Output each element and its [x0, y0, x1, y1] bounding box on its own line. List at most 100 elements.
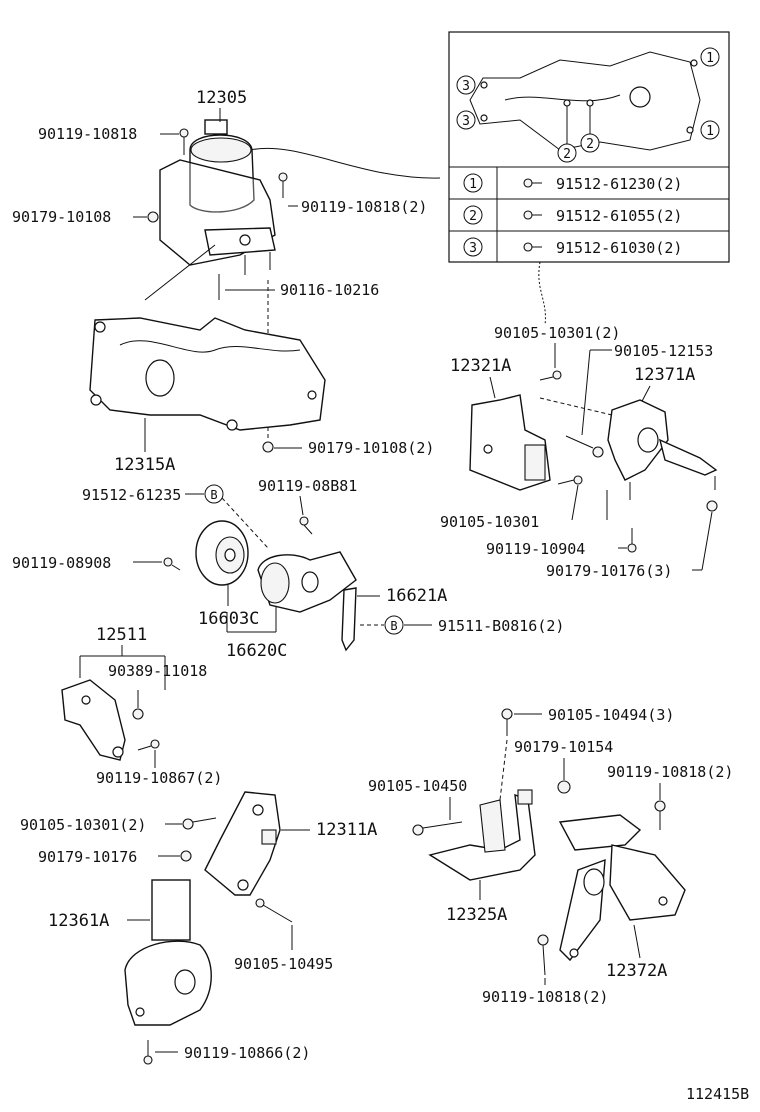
legend-row-2: 2 91512-61055(2)	[463, 205, 682, 225]
svg-text:1: 1	[469, 177, 477, 192]
bolt-icon	[523, 210, 542, 220]
svg-text:B: B	[210, 488, 217, 502]
bolt-icon	[654, 800, 666, 830]
label-90119-10818-2b: 90119-10818(2)	[607, 763, 733, 781]
nut-icon	[147, 211, 159, 223]
label-90105-10301-2: 90105-10301(2)	[20, 816, 146, 834]
bolt-icon	[179, 128, 189, 155]
svg-text:1: 1	[706, 124, 714, 139]
figure-code: 112415B	[686, 1085, 749, 1103]
svg-text:B: B	[390, 619, 397, 633]
engine-mount-12305	[159, 119, 276, 275]
svg-text:3: 3	[462, 114, 470, 129]
inset-marker-3b: 3	[456, 110, 476, 130]
label-12305: 12305	[196, 88, 247, 108]
label-90119-08B81: 90119-08B81	[258, 477, 357, 495]
bolt-icon	[137, 739, 160, 751]
bolt-icon	[523, 178, 542, 188]
svg-text:3: 3	[469, 241, 477, 256]
clip-icon	[132, 708, 144, 720]
nut-icon	[706, 500, 718, 512]
bolt-icon	[163, 557, 181, 571]
mount-12371A	[606, 399, 718, 520]
label-90119-10866: 90119-10866(2)	[184, 1044, 310, 1062]
label-90119-10818-2c: 90119-10818(2)	[482, 988, 608, 1006]
label-12321A: 12321A	[450, 356, 511, 376]
bolt-icon	[537, 934, 549, 976]
transmission-case-12315A	[89, 317, 326, 431]
label-16620C: 16620C	[226, 641, 287, 661]
label-90179-10108-2: 90179-10108(2)	[308, 439, 434, 457]
bolt-icon	[255, 898, 293, 923]
bolt-icon	[539, 370, 562, 381]
bolt-icon	[143, 1040, 153, 1065]
svg-text:91512-61030(2): 91512-61030(2)	[556, 239, 682, 257]
label-16603C: 16603C	[198, 609, 259, 629]
bracket-16621A	[341, 587, 357, 652]
label-12371A: 12371A	[634, 365, 695, 385]
svg-text:2: 2	[469, 209, 477, 224]
inset-marker-2a: 2	[557, 143, 577, 163]
bolt-icon	[278, 172, 288, 198]
label-12325A: 12325A	[446, 905, 507, 925]
label-90119-10818-2: 90119-10818(2)	[301, 198, 427, 216]
label-12511: 12511	[96, 625, 147, 645]
label-90105-12153: 90105-12153	[614, 342, 713, 360]
svg-text:2: 2	[586, 137, 594, 152]
bolt-icon	[182, 817, 217, 830]
label-90389-11018: 90389-11018	[108, 662, 207, 680]
mount-12372A	[558, 814, 686, 962]
svg-text:3: 3	[462, 79, 470, 94]
idler-pulley-16603C	[195, 520, 249, 586]
inset-marker-1a: 1	[700, 47, 720, 67]
svg-text:2: 2	[563, 147, 571, 162]
label-12315A: 12315A	[114, 455, 175, 475]
bolt-icon	[501, 708, 513, 736]
svg-text:1: 1	[706, 51, 714, 66]
bracket-12325A	[428, 789, 536, 881]
bolt-icon	[523, 242, 542, 252]
nut-icon	[557, 780, 571, 794]
mount-12361A	[124, 879, 212, 1026]
svg-text:91512-61230(2): 91512-61230(2)	[556, 175, 682, 193]
bolt-icon	[627, 528, 637, 553]
label-91512-61235: 91512-61235	[82, 486, 181, 504]
bolt-icon	[557, 475, 583, 485]
bolt-icon	[565, 435, 604, 458]
label-90116-10216: 90116-10216	[280, 281, 379, 299]
legend-row-1: 1 91512-61230(2)	[463, 173, 682, 193]
bolt-icon	[412, 821, 463, 836]
label-90179-10108: 90179-10108	[12, 208, 111, 226]
inset-box: 1 1 3 3 2 2 1 9151	[448, 31, 730, 263]
label-90119-08908: 90119-08908	[12, 554, 111, 572]
label-91511-B0816: 91511-B0816(2)	[438, 617, 564, 635]
label-90105-10301-2b: 90105-10301(2)	[494, 324, 620, 342]
bracket-12311A	[204, 791, 281, 896]
bracket-12511	[61, 679, 126, 761]
inset-case-outline	[469, 51, 701, 151]
inset-marker-3a: 3	[456, 75, 476, 95]
label-90105-10301: 90105-10301	[440, 513, 539, 531]
label-12372A: 12372A	[606, 961, 667, 981]
label-12311A: 12311A	[316, 820, 377, 840]
label-90105-10495: 90105-10495	[234, 955, 333, 973]
label-90119-10904: 90119-10904	[486, 540, 585, 558]
inset-marker-1b: 1	[700, 120, 720, 140]
label-90105-10450: 90105-10450	[368, 777, 467, 795]
marker-b-bottom: B	[384, 615, 404, 635]
nut-icon	[180, 850, 192, 862]
label-16621A: 16621A	[386, 586, 447, 606]
label-90179-10176-3: 90179-10176(3)	[546, 562, 672, 580]
label-90119-10867: 90119-10867(2)	[96, 769, 222, 787]
marker-b-top: B	[204, 484, 224, 504]
bolt-icon	[299, 516, 313, 535]
inset-marker-2b: 2	[580, 133, 600, 153]
bracket-12321A	[469, 394, 551, 491]
label-90179-10154: 90179-10154	[514, 738, 613, 756]
tensioner-bracket-16620C	[257, 551, 357, 613]
legend-row-3: 3 91512-61030(2)	[463, 237, 682, 257]
label-90105-10494: 90105-10494(3)	[548, 706, 674, 724]
label-90119-10818: 90119-10818	[38, 125, 137, 143]
label-90179-10176: 90179-10176	[38, 848, 137, 866]
